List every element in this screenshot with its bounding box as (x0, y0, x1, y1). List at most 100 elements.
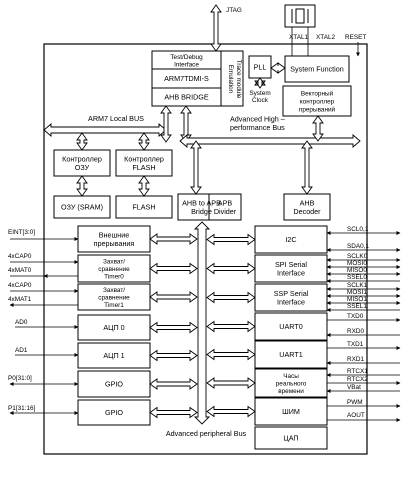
block-system-function (284, 55, 350, 83)
pin-mat0: 4xMAT0 (8, 267, 32, 274)
pll-clock-link (254, 77, 266, 89)
label-local-bus: ARM7 Local BUS (88, 114, 144, 123)
pin-rxd1: RXD1 (347, 356, 364, 363)
block-timer0-label-line0: Захват/ (103, 259, 125, 266)
block-adc1-bus-link (149, 349, 198, 362)
block-emulation-trace-label-line1: Trace module (235, 60, 242, 99)
block-flash-ctrl-label-line1: FLASH (132, 163, 155, 172)
block-apb-divider-label-line0: APB (218, 198, 233, 207)
block-rtc (254, 368, 328, 398)
bus-peripheral (193, 221, 211, 425)
flashctrl-flash-link (138, 175, 150, 197)
block-pwm-bus-link (206, 405, 256, 418)
pin-mat1: 4xMAT1 (8, 296, 32, 303)
pin-xtal1: XTAL1 (289, 34, 309, 41)
block-timer0-label-line2: Timer0 (104, 274, 124, 281)
block-pll-label-line0: PLL (254, 63, 267, 72)
block-uart0-bus-link (206, 320, 256, 333)
block-pll (248, 55, 272, 79)
block-gpio0 (77, 370, 151, 398)
pin-miso1: MISO1 (347, 296, 367, 303)
block-timer1-label-line1: сравнение (98, 295, 130, 302)
block-dac (254, 426, 328, 450)
block-system-function-label-line0: System Function (290, 65, 344, 74)
block-ssp-bus-link (206, 291, 256, 304)
pin-pwm: PWM (347, 399, 363, 406)
block-pwm (254, 397, 328, 426)
block-ext-int-bus-link (149, 233, 198, 245)
block-i2c-label-line0: I2C (285, 235, 296, 244)
block-spi (254, 254, 328, 283)
block-vic-label-line1: контроллер (300, 99, 335, 106)
label-peripheral-bus: Advanced peripheral Bus (166, 429, 247, 438)
block-ahb-apb-bridge-label-line0: AHB to APB (182, 198, 221, 207)
block-rtc-bus-link (206, 377, 256, 389)
local-sramctrl-link (76, 132, 88, 151)
block-gpio1-label-line0: GPIO (105, 408, 123, 417)
block-adc1 (77, 342, 151, 369)
block-arm-core-label-line0: ARM7TDMI-S (164, 74, 209, 83)
block-ssp-label-line0: SSP Serial (274, 289, 309, 298)
pin-vbat: VBat (347, 384, 361, 391)
pin-p0: P0[31:0] (8, 375, 32, 382)
block-vic-label-line0: Векторный (301, 90, 334, 98)
block-uart1-label-line0: UART1 (279, 350, 302, 359)
pin-cap0: 4xCAP0 (8, 253, 32, 260)
pin-mosi0: MOSI0 (347, 260, 367, 267)
block-ssp (254, 283, 328, 312)
pin-mosi1: MOSI1 (347, 289, 367, 296)
block-timer1-label-line0: Захват/ (103, 287, 125, 294)
label-ahb-bus-line1: performance Bus (230, 123, 285, 132)
block-rtc-label-line2: времени (278, 388, 304, 395)
block-ahb-bridge-label-line0: AHB BRIDGE (164, 93, 209, 102)
block-timer1-bus-link (149, 291, 198, 303)
pin-ssel0: SSEL0 (347, 274, 367, 281)
block-apb-divider (208, 193, 242, 221)
bus-arm7-local (43, 123, 167, 137)
block-timer0-label-line1: сравнение (98, 266, 130, 273)
pin-rxd0: RXD0 (347, 328, 364, 335)
pin-ad0: AD0 (15, 319, 28, 326)
block-uart1-bus-link (206, 348, 256, 361)
pin-txd0: TXD0 (347, 313, 364, 320)
block-vic-label-line2: прерываний (299, 106, 336, 114)
block-i2c-bus-link (206, 233, 256, 246)
block-adc0-bus-link (149, 321, 198, 334)
block-sram-ctrl-label-line1: ОЗУ (75, 163, 90, 172)
block-adc0 (77, 314, 151, 341)
block-emulation-trace (220, 50, 244, 107)
pin-ad1: AD1 (15, 347, 28, 354)
pin-jtag: JTAG (226, 7, 242, 14)
pin-ssel1: SSEL1 (347, 303, 367, 310)
ahb-bridge-link (190, 140, 202, 195)
block-ahb-decoder-label-line0: AHB (300, 198, 315, 207)
block-ext-int-label-line0: Внешние (99, 230, 130, 239)
block-sram-ctrl-label-line0: Контроллер (62, 154, 102, 163)
jtag-link (210, 4, 222, 52)
block-uart0-label-line0: UART0 (279, 322, 302, 331)
pll-sysfunc-link (270, 62, 286, 74)
block-ext-int (77, 225, 151, 253)
pin-sda: SDA0,1 (347, 243, 369, 250)
block-sram-ctrl (53, 149, 111, 177)
block-adc0-label-line0: АЦП 0 (103, 323, 124, 332)
block-rtc-label-line0: Часы (283, 373, 299, 380)
block-gpio1 (77, 399, 151, 426)
block-rtc-label-line1: реального (276, 381, 307, 388)
label-system-clock-line1: Clock (252, 97, 269, 104)
block-uart0 (254, 312, 328, 341)
pin-aout: AOUT (347, 412, 365, 419)
block-spi-label-line1: Interface (277, 268, 305, 277)
sramctrl-sram-link (76, 175, 88, 197)
block-ahb-apb-bridge-label-line1: Bridge (191, 207, 212, 216)
block-i2c (254, 225, 328, 254)
block-timer0-bus-link (149, 262, 198, 275)
block-apb-divider-label-line1: Divider (214, 207, 237, 216)
block-timer0 (77, 254, 151, 283)
block-sram (53, 195, 111, 219)
block-flash-ctrl-label-line0: Контроллер (124, 154, 164, 163)
block-timer1 (77, 283, 151, 311)
block-flash (115, 195, 173, 219)
block-spi-label-line0: SPI Serial (275, 260, 307, 269)
